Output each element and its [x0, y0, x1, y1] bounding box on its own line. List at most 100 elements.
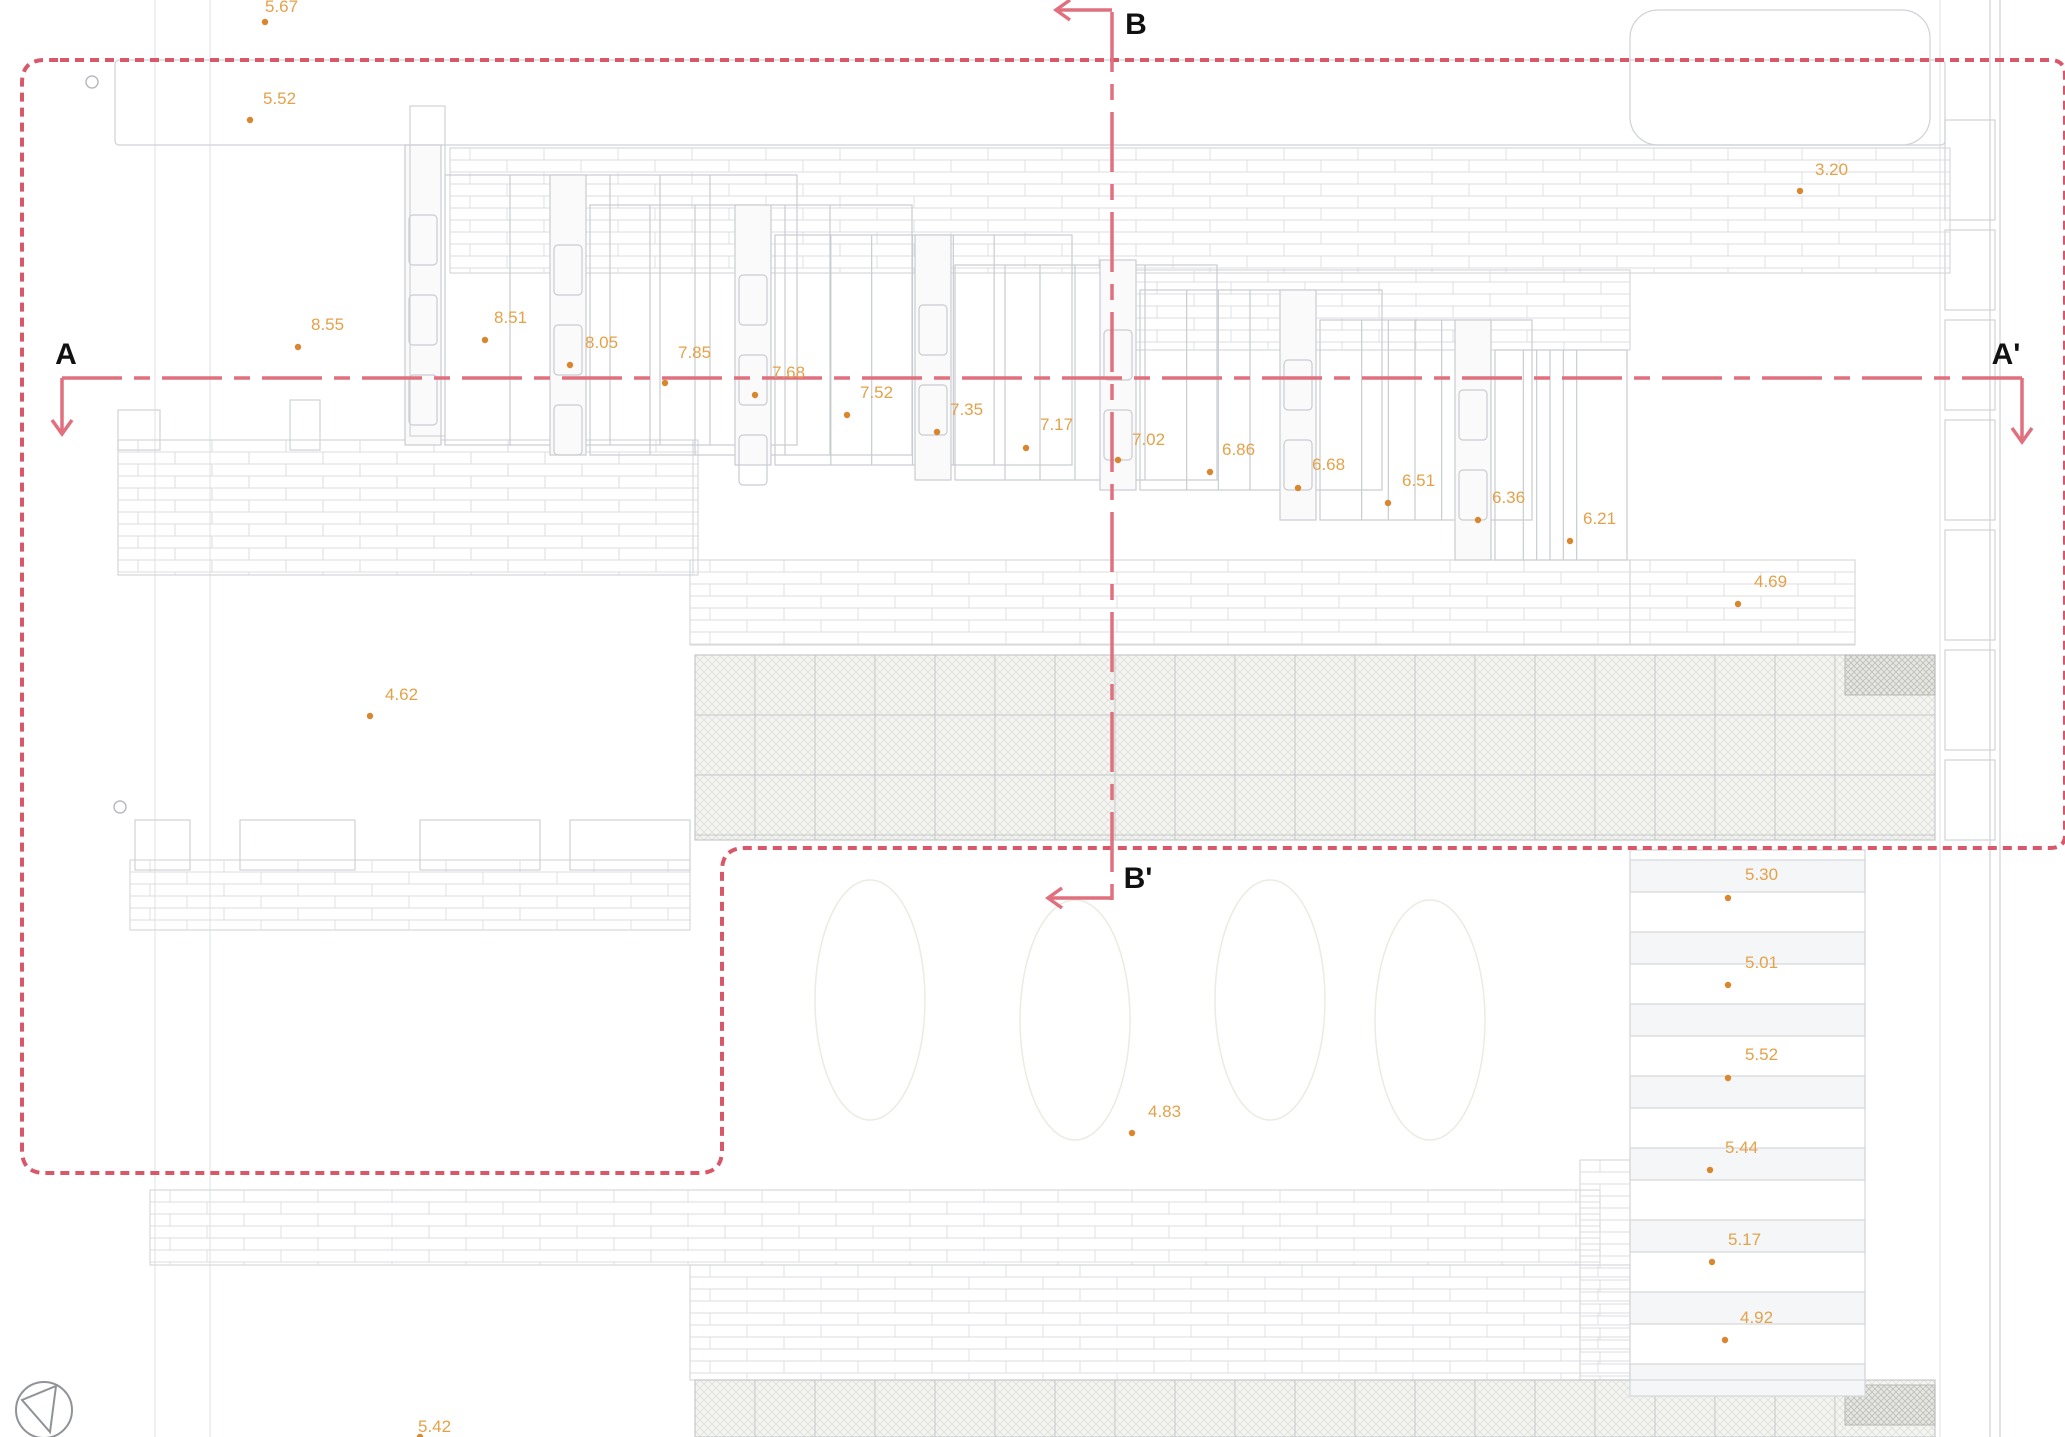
elevation-label: 7.52: [860, 383, 893, 402]
elevation-point: [1734, 600, 1742, 608]
elevation-label: 8.05: [585, 333, 618, 352]
elevation-label: 8.51: [494, 308, 527, 327]
elevation-point: [1114, 456, 1122, 464]
elevation-point: [1128, 1129, 1136, 1137]
paving-band: [1629, 559, 1856, 646]
elevation-point: [1724, 894, 1732, 902]
elevation-label: 5.17: [1728, 1230, 1761, 1249]
elevation-point: [1708, 1258, 1716, 1266]
spot-elevation: 4.83: [1128, 1102, 1181, 1137]
elevation-label: 4.62: [385, 685, 418, 704]
spot-elevation: 4.62: [366, 685, 418, 720]
paving-band: [449, 147, 1951, 274]
spot-elevation: 6.68: [1294, 455, 1345, 492]
section-line-a: [50, 376, 2034, 446]
terrace-step: [1454, 319, 1628, 561]
spot-elevation: 8.05: [566, 333, 618, 369]
elevation-label: 6.86: [1222, 440, 1255, 459]
elevation-point: [1724, 981, 1732, 989]
elevation-label: 5.30: [1745, 865, 1778, 884]
paving-band: [149, 1189, 1601, 1266]
elevation-point: [1474, 516, 1482, 524]
paving-band: [1099, 269, 1631, 351]
elevation-point: [566, 361, 574, 369]
elevation-label: 6.68: [1312, 455, 1345, 474]
elevation-point: [1796, 187, 1804, 195]
elevation-label: 4.69: [1754, 572, 1787, 591]
elevation-label: 7.17: [1040, 415, 1073, 434]
elevation-label: 6.51: [1402, 471, 1435, 490]
elevation-label: 6.21: [1583, 509, 1616, 528]
paving-band: [689, 1264, 1631, 1381]
elevation-point: [481, 336, 489, 344]
north-arrow-icon: [15, 1381, 73, 1437]
elevation-point: [661, 379, 669, 387]
elevation-label: 5.01: [1745, 953, 1778, 972]
elevation-label: 7.85: [678, 343, 711, 362]
section-label-b-prime: B': [1124, 862, 1153, 895]
elevation-point: [1022, 444, 1030, 452]
plan-linework: [114, 0, 2001, 1437]
terrace-step: [1279, 289, 1533, 521]
elevation-label: 6.36: [1492, 488, 1525, 507]
elevation-point: [1724, 1074, 1732, 1082]
spot-elevation: 5.01: [1724, 953, 1778, 989]
elevation-point: [751, 391, 759, 399]
spot-elevation: 7.35: [933, 400, 983, 436]
elevation-point: [366, 712, 374, 720]
paving-band: [1579, 1159, 1631, 1381]
spot-elevation: 5.67: [261, 0, 298, 26]
elevation-label: 4.83: [1148, 1102, 1181, 1121]
planting-area: [814, 879, 1486, 1141]
boundary-nodes: [85, 75, 127, 814]
elevation-label: 5.42: [418, 1417, 451, 1436]
paving-band: [689, 559, 1631, 646]
section-label-a: A: [55, 338, 77, 371]
elevation-point: [843, 411, 851, 419]
planting-blob: [1019, 899, 1131, 1141]
planting-blob: [814, 879, 926, 1121]
paving-band: [117, 439, 699, 576]
elevation-label: 5.67: [265, 0, 298, 16]
spot-elevation: 8.55: [294, 315, 344, 351]
terrace-step: [914, 234, 1218, 481]
site-boundary: [20, 58, 2065, 1175]
elevation-point: [1384, 499, 1392, 507]
spot-elevation: 7.02: [1114, 430, 1165, 464]
elevation-label: 7.68: [772, 363, 805, 382]
elevation-point: [294, 343, 302, 351]
section-label-a-prime: A': [1992, 338, 2021, 371]
lower-left-blocks: [117, 105, 691, 871]
section-line-b: [1044, 0, 1114, 910]
spot-elevation: 6.86: [1206, 440, 1255, 476]
elevation-label: 5.52: [1745, 1045, 1778, 1064]
stair-block: [1629, 849, 1866, 1397]
stepped-terraces: [404, 144, 1628, 561]
spot-elevation: 5.44: [1706, 1138, 1758, 1174]
spot-elevation: 7.52: [843, 383, 893, 419]
elevation-label: 5.52: [263, 89, 296, 108]
elevation-point: [261, 18, 269, 26]
elevation-point: [1566, 537, 1574, 545]
elevation-point: [1294, 484, 1302, 492]
spot-elevation: 6.36: [1474, 488, 1525, 524]
spot-elevation: 5.30: [1724, 865, 1778, 902]
section-label-b: B: [1125, 8, 1147, 41]
spot-elevation: 7.68: [751, 363, 805, 399]
terrace-step: [734, 204, 1073, 486]
spot-elevation: 7.85: [661, 343, 711, 387]
elevation-point: [246, 116, 254, 124]
paving-band: [117, 439, 694, 576]
elevation-label: 8.55: [311, 315, 344, 334]
paving-band: [129, 859, 691, 931]
planting-blob: [1214, 879, 1326, 1121]
spot-elevation: 3.20: [1796, 160, 1848, 195]
spot-elevation: 6.51: [1384, 471, 1435, 507]
elevation-label: 4.92: [1740, 1308, 1773, 1327]
elevation-point: [933, 428, 941, 436]
terrace-step: [549, 174, 913, 456]
spot-elevation: 5.42: [416, 1417, 451, 1437]
spot-elevation: 4.69: [1734, 572, 1787, 608]
elevation-label: 5.44: [1725, 1138, 1758, 1157]
